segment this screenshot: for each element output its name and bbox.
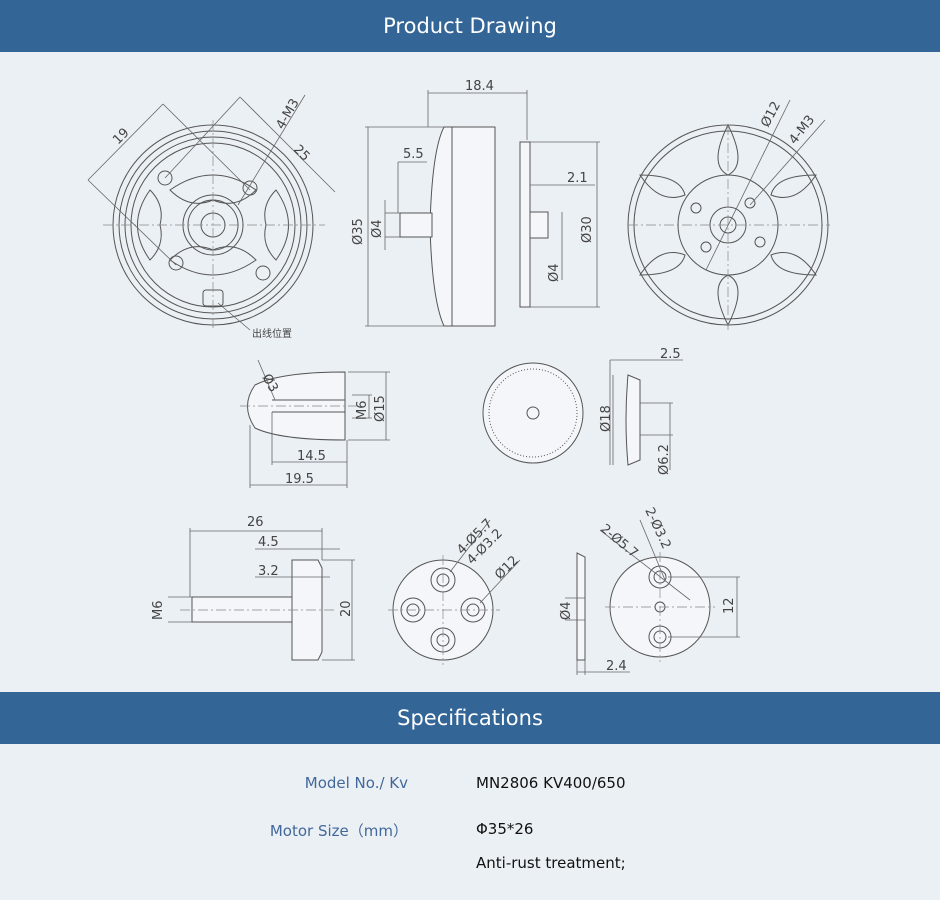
product-drawing-header: Product Drawing [0,0,940,52]
washer-view: 2.5 Ø18 Ø6.2 [482,347,683,475]
dim-4-m3: 4-M3 [273,96,302,132]
spec-label: Motor Size（mm） [269,822,408,840]
spec-row: Model No./ Kv MN2806 KV400/650 [0,774,940,820]
specifications-header: Specifications [0,692,940,744]
spec-row: Anti-rust treatment; [0,854,940,900]
dim-4-m3-back: 4-M3 [786,113,818,148]
dim-19: 19 [110,126,132,148]
spec-label: Model No./ Kv [304,774,408,792]
spec-row: Motor Size（mm） Φ35*26 [0,820,940,866]
dim-d12: Ø12 [758,99,784,130]
dim-d6-2: Ø6.2 [657,444,672,475]
dim-2-d3-2: 2-Ø3.2 [641,505,673,551]
dim-2-4: 2.4 [606,659,627,674]
clip-view: Ø4 2.4 2-Ø5.7 2-Ø3.2 12 [559,505,740,675]
dim-d18: Ø18 [599,405,614,432]
dim-18-4: 18.4 [465,79,494,94]
dim-m6-bolt: M6 [151,601,166,621]
dim-d4-rear: Ø4 [547,263,562,282]
plate-view: 4-Ø5.7 4-Ø3.2 Ø12 [388,516,522,665]
front-view: 19 4-M3 25 出线位置 [87,94,336,340]
section-title: Specifications [397,706,543,730]
dim-19-5: 19.5 [285,472,314,487]
dim-12-clip: 12 [722,597,737,614]
dim-3-2: 3.2 [258,564,279,579]
spec-value: Anti-rust treatment; [476,854,626,872]
dim-d35: Ø35 [351,218,366,245]
dim-2-d5-7: 2-Ø5.7 [597,522,640,562]
dim-14-5: 14.5 [297,449,326,464]
spec-value: Φ35*26 [476,820,534,838]
dim-d12-plate: Ø12 [492,553,522,583]
specifications-table: Model No./ Kv MN2806 KV400/650 Motor Size… [0,744,940,900]
dim-d15: Ø15 [373,395,388,422]
dim-m6: M6 [355,401,370,421]
dim-d4-shaft: Ø4 [370,219,385,238]
dim-2-1: 2.1 [567,171,588,186]
dim-5-5: 5.5 [403,147,424,162]
dim-4-5: 4.5 [258,535,279,550]
spec-value: MN2806 KV400/650 [476,774,626,792]
wire-exit-label: 出线位置 [252,327,292,340]
dim-d4-clip: Ø4 [559,601,574,620]
bolt-view: 26 4.5 3.2 M6 20 [151,515,355,661]
side-view: 18.4 5.5 2.1 Ø35 Ø4 Ø30 Ø4 [351,79,600,327]
dim-d30: Ø30 [580,216,595,243]
dim-25: 25 [290,142,312,164]
back-view: Ø12 4-M3 [627,99,830,330]
dim-26: 26 [247,515,264,530]
prop-nut-view: Ø3 M6 Ø15 14.5 19.5 [240,359,390,488]
section-title: Product Drawing [383,14,557,38]
product-drawing: 19 4-M3 25 出线位置 18.4 5.5 2.1 Ø35 Ø4 Ø30 … [87,79,830,675]
dim-2-5: 2.5 [660,347,681,362]
dim-20: 20 [339,600,354,617]
